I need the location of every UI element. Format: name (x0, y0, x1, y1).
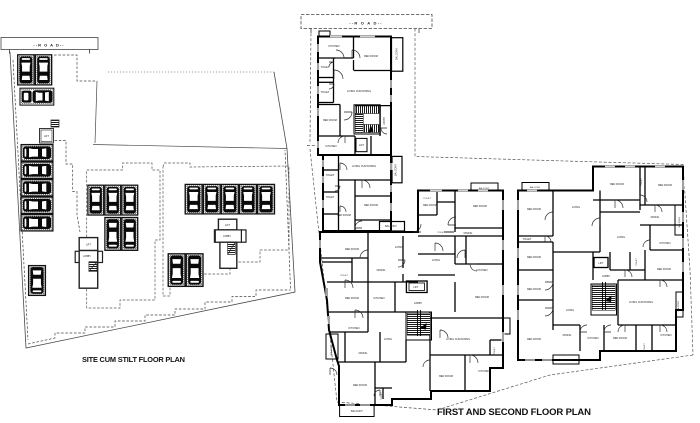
svg-text:BALCONY: BALCONY (678, 216, 681, 227)
svg-text:LIVING: LIVING (566, 309, 574, 312)
svg-text:TOILET: TOILET (641, 178, 643, 186)
svg-text:BED ROOM: BED ROOM (439, 375, 453, 378)
svg-text:TOILET: TOILET (644, 343, 646, 351)
svg-text:TOILET: TOILET (340, 275, 348, 277)
svg-text:LOBBY: LOBBY (223, 235, 231, 238)
svg-text:LIVING: LIVING (395, 246, 403, 249)
svg-text:BALCONY: BALCONY (560, 359, 572, 362)
svg-text:BED ROOM: BED ROOM (353, 384, 367, 387)
svg-text:BALCONY: BALCONY (395, 164, 398, 176)
svg-text:--R O A D--: --R O A D-- (33, 43, 64, 48)
svg-text:TOILET: TOILET (423, 198, 431, 200)
svg-text:LIVING: LIVING (432, 259, 440, 262)
svg-text:BED ROOM: BED ROOM (364, 55, 378, 58)
svg-text:LIVING: LIVING (384, 338, 392, 341)
svg-text:BED ROOM: BED ROOM (613, 337, 627, 340)
svg-text:LOBBY: LOBBY (383, 117, 386, 126)
svg-text:KITCHEN: KITCHEN (477, 269, 488, 272)
svg-text:KITCHEN: KITCHEN (349, 327, 360, 330)
svg-text:BALCONY: BALCONY (385, 225, 397, 228)
svg-text:KITCHEN: KITCHEN (329, 45, 340, 48)
svg-text:SITE CUM STILT FLOOR PLAN: SITE CUM STILT FLOOR PLAN (82, 355, 185, 364)
svg-text:DINING: DINING (651, 216, 660, 219)
svg-text:LOBBY: LOBBY (414, 302, 423, 305)
svg-text:TOILET: TOILET (494, 347, 496, 355)
svg-text:BALCONY: BALCONY (351, 410, 363, 413)
svg-text:BED ROOM: BED ROOM (527, 256, 541, 259)
svg-text:LIVING: LIVING (572, 206, 580, 209)
svg-text:LIFT: LIFT (44, 135, 49, 138)
svg-text:BED ROOM: BED ROOM (423, 204, 437, 207)
svg-text:DINING: DINING (563, 334, 572, 337)
svg-text:BALCONY: BALCONY (479, 187, 490, 190)
svg-text:BALCONY: BALCONY (330, 344, 333, 355)
svg-text:LIVING CUM DINING: LIVING CUM DINING (352, 165, 376, 168)
svg-text:BED ROOM: BED ROOM (364, 204, 378, 207)
svg-text:BED ROOM: BED ROOM (527, 338, 541, 341)
svg-text:FIRST AND SECOND FLOOR PLAN: FIRST AND SECOND FLOOR PLAN (437, 407, 591, 418)
svg-text:BED ROOM: BED ROOM (527, 288, 541, 291)
svg-text:LIFT: LIFT (413, 286, 419, 289)
svg-text:LIVING CUM DINING: LIVING CUM DINING (629, 301, 653, 304)
svg-text:BED ROOM: BED ROOM (473, 205, 487, 208)
svg-text:BALCONY: BALCONY (677, 300, 680, 311)
svg-text:BED ROOM: BED ROOM (345, 248, 359, 251)
svg-text:LIFT: LIFT (359, 144, 365, 147)
svg-text:TOILET: TOILET (321, 66, 330, 69)
svg-text:KITCHEN: KITCHEN (660, 242, 671, 245)
svg-text:BED ROOM: BED ROOM (610, 183, 624, 186)
svg-text:DINING: DINING (377, 269, 386, 272)
svg-text:TOILET: TOILET (326, 174, 335, 177)
svg-text:BED ROOM: BED ROOM (345, 297, 359, 300)
svg-text:TOILET: TOILET (381, 392, 383, 400)
svg-text:--R O A D--: --R O A D-- (349, 21, 382, 26)
svg-text:BED ROOM: BED ROOM (657, 268, 671, 271)
svg-text:LOBBY: LOBBY (602, 275, 611, 278)
svg-text:BED ROOM: BED ROOM (337, 214, 351, 217)
svg-text:KITCHEN: KITCHEN (326, 145, 337, 148)
svg-text:DINING: DINING (359, 352, 368, 355)
svg-text:BED ROOM: BED ROOM (323, 119, 337, 122)
svg-text:LIVING: LIVING (617, 236, 625, 239)
svg-text:LIVING CUM DINING: LIVING CUM DINING (446, 338, 470, 341)
svg-text:LOBBY: LOBBY (83, 255, 91, 258)
svg-text:TOILET: TOILET (326, 196, 335, 199)
svg-text:KITCHEN: KITCHEN (661, 334, 672, 337)
svg-text:LIFT: LIFT (225, 224, 230, 227)
svg-text:TOILET: TOILET (437, 232, 445, 234)
svg-text:BALCONY: BALCONY (396, 48, 399, 60)
svg-text:KITCHEN: KITCHEN (479, 370, 490, 373)
svg-text:KITCHEN: KITCHEN (588, 337, 599, 340)
svg-text:BALCONY: BALCONY (530, 186, 541, 189)
svg-text:BED ROOM: BED ROOM (527, 208, 541, 211)
svg-text:KITCHEN: KITCHEN (374, 297, 385, 300)
svg-text:LIVING CUM DINING: LIVING CUM DINING (347, 90, 371, 93)
svg-text:BED ROOM: BED ROOM (475, 296, 489, 299)
svg-text:BED ROOM: BED ROOM (658, 184, 672, 187)
svg-text:LIFT: LIFT (598, 262, 604, 265)
svg-text:TOILET: TOILET (321, 91, 330, 94)
svg-text:LIFT: LIFT (86, 244, 91, 247)
svg-text:TOILET: TOILET (523, 238, 532, 241)
svg-text:TOILET: TOILET (636, 258, 638, 266)
svg-text:DINING: DINING (464, 232, 473, 235)
